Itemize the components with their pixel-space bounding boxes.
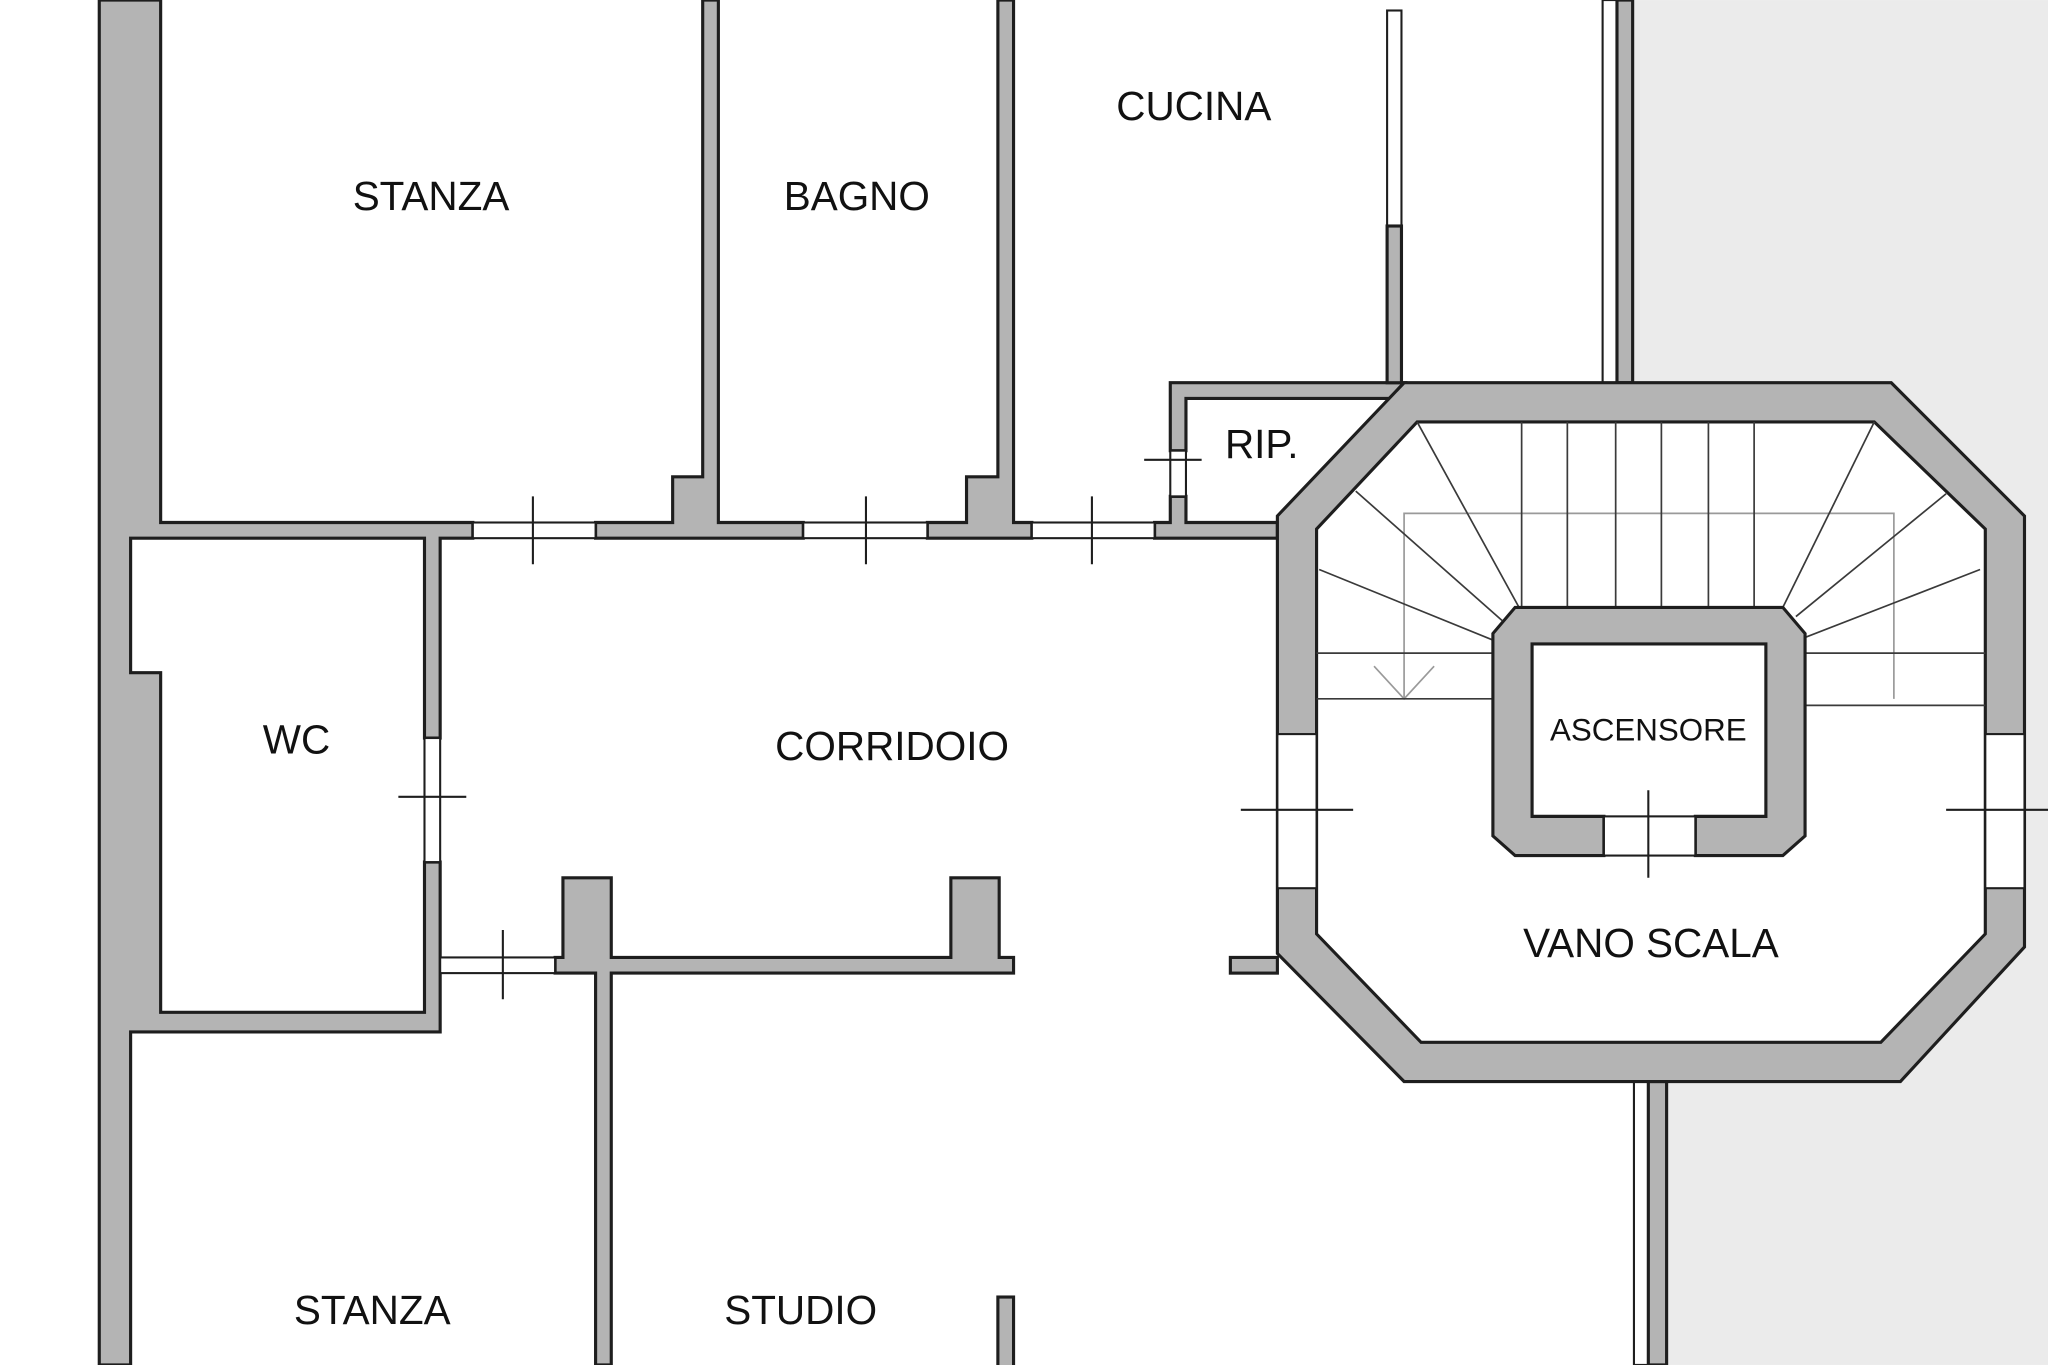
wall-ascensore (1491, 605, 1807, 858)
stair-tread (1416, 421, 1520, 608)
room-label-bagno: BAGNO (784, 173, 930, 219)
wall-right-bottom (1646, 1079, 1669, 1365)
stair-tread (1355, 490, 1503, 622)
door-stanza-bottom (439, 956, 557, 975)
wall-stub-vano-scala (1228, 955, 1279, 975)
door-vano-scala-right (1984, 733, 2026, 890)
stair-tread (1782, 421, 1876, 608)
room-label-cucina: CUCINA (1116, 83, 1271, 129)
room-label-studio: STUDIO (724, 1287, 877, 1333)
stair-tread (1795, 493, 1947, 618)
room-label-corridoio: CORRIDOIO (775, 723, 1009, 769)
wall-cucina-right (1385, 224, 1404, 385)
door-rip (1169, 449, 1188, 498)
wall-right-top (1615, 0, 1635, 385)
stair-treads (1316, 421, 1986, 707)
vano-scala-floor (1315, 420, 1987, 1044)
room-label-wc: WC (263, 716, 330, 762)
stair-walkline (1403, 512, 1895, 699)
room-label-stanza-top: STANZA (353, 173, 510, 219)
door-ascensore (1602, 815, 1697, 857)
room-label-rip: RIP. (1225, 421, 1299, 467)
room-label-stanza-bottom: STANZA (294, 1287, 451, 1333)
wall-corridoio-bottom (553, 876, 1016, 1365)
wall-right-top-outer (1601, 0, 1619, 384)
window-cucina (1386, 9, 1403, 228)
stair-tread (1318, 568, 1494, 641)
room-label-ascensore: ASCENSORE (1550, 713, 1747, 748)
wall-right-bottom-outer (1632, 1080, 1650, 1365)
door-vano-scala-left (1276, 733, 1318, 890)
wall-studio-right (996, 1295, 1016, 1365)
door-stanza-top (471, 521, 597, 540)
stair-tread (1804, 568, 1981, 639)
room-label-vano-scala: VANO SCALA (1523, 920, 1779, 966)
door-wc (423, 736, 442, 864)
door-cucina (1030, 521, 1156, 540)
